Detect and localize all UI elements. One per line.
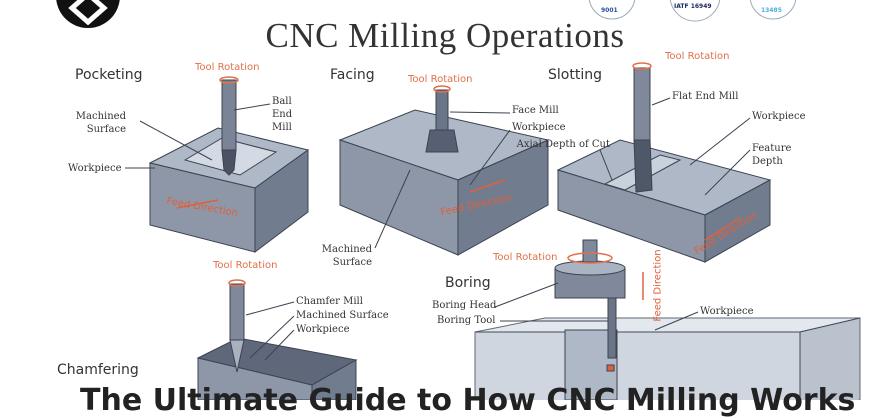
boring-tool-label: Boring Tool bbox=[437, 315, 496, 326]
chamfering-heading: Chamfering bbox=[57, 362, 139, 378]
boring-tool-rotation: Tool Rotation bbox=[493, 252, 558, 263]
chamfering-illustration bbox=[196, 279, 358, 400]
pocketing-illustration bbox=[125, 76, 310, 254]
pocketing-workpiece-label: Workpiece bbox=[68, 163, 122, 174]
facing-workpiece-label: Workpiece bbox=[512, 122, 566, 133]
slotting-workpiece-label: Workpiece bbox=[752, 111, 806, 122]
facing-heading: Facing bbox=[330, 67, 375, 83]
facing-illustration bbox=[338, 85, 550, 256]
badge-iso-13485: 13485 bbox=[761, 7, 782, 14]
boring-head-label: Boring Head bbox=[432, 300, 497, 311]
chamfering-workpiece-label: Workpiece bbox=[296, 324, 350, 335]
facing-tool-label: Face Mill bbox=[512, 105, 559, 116]
boring-workpiece-label: Workpiece bbox=[700, 306, 754, 317]
chamfering-tool-label: Chamfer Mill bbox=[296, 296, 363, 307]
boring-illustration bbox=[474, 239, 861, 400]
slotting-tool-rotation: Tool Rotation bbox=[665, 51, 730, 62]
slotting-axial-depth-label: Axial Depth of Cut bbox=[516, 139, 610, 150]
pocketing-tool-rotation: Tool Rotation bbox=[195, 62, 260, 73]
pocketing-machined-surface-label: Machined Surface bbox=[75, 111, 126, 135]
boring-feed-direction: Feed Direction bbox=[652, 249, 664, 322]
facing-machined-surface-label: Machined Surface bbox=[321, 244, 372, 268]
slotting-heading: Slotting bbox=[548, 67, 602, 83]
badge-iatf-16949: IATF 16949 bbox=[674, 3, 712, 10]
pocketing-tool-label: Ball End Mill bbox=[272, 96, 293, 133]
slotting-feature-depth-label: Feature Depth bbox=[752, 143, 792, 167]
certification-badges bbox=[588, 0, 797, 22]
page-title: CNC Milling Operations bbox=[265, 16, 625, 55]
slotting-illustration bbox=[556, 62, 772, 263]
bottom-article-title: The Ultimate Guide to How CNC Milling Wo… bbox=[80, 383, 856, 418]
boring-heading: Boring bbox=[445, 275, 491, 291]
slotting-tool-label: Flat End Mill bbox=[672, 91, 739, 102]
badge-iso-9001: 9001 bbox=[601, 7, 618, 14]
chamfering-machined-surface-label: Machined Surface bbox=[296, 310, 389, 321]
brand-logo bbox=[56, 0, 120, 28]
facing-tool-rotation: Tool Rotation bbox=[408, 74, 473, 85]
pocketing-heading: Pocketing bbox=[75, 67, 143, 83]
diagram-artwork bbox=[56, 0, 861, 400]
chamfering-tool-rotation: Tool Rotation bbox=[213, 260, 278, 271]
